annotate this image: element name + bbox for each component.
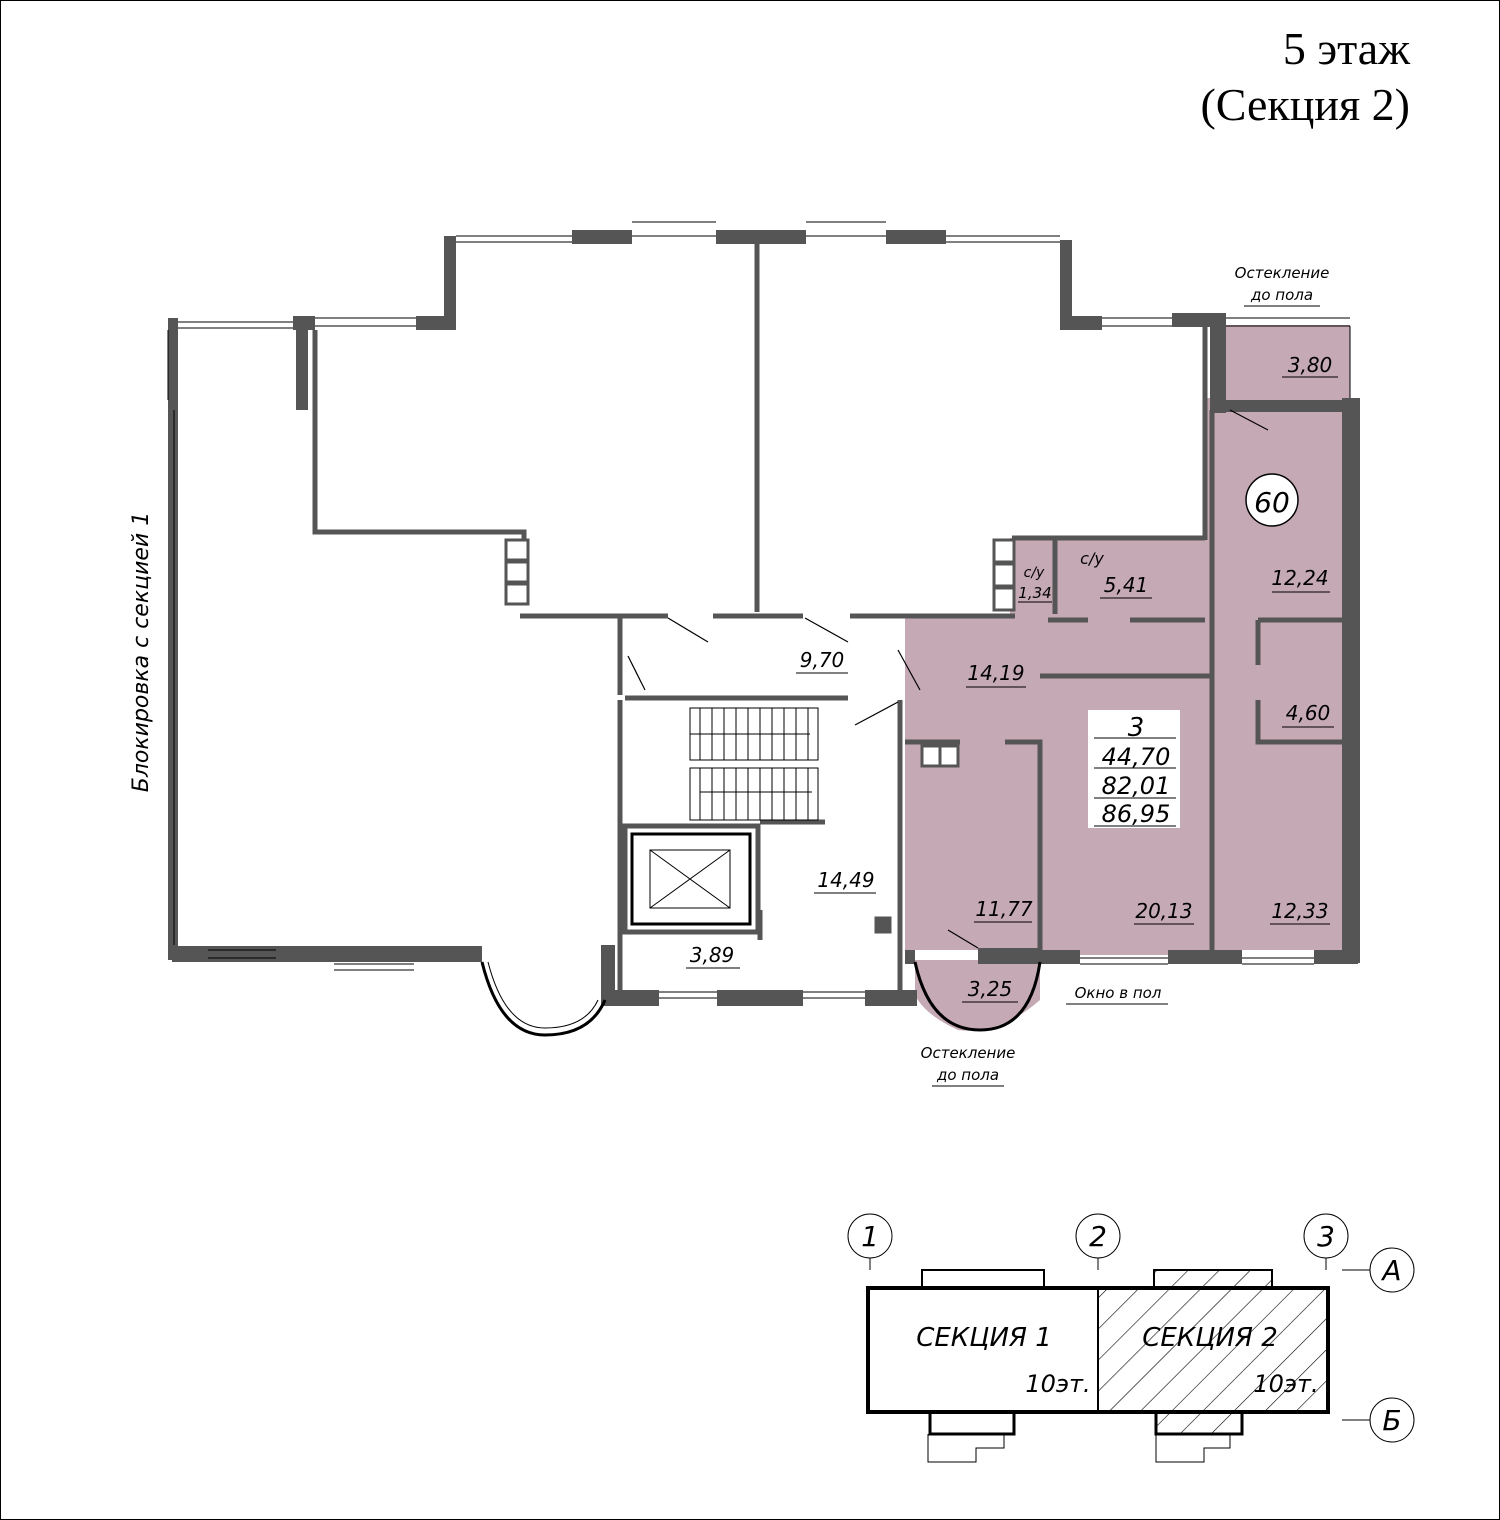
axis-2: 2	[1089, 1220, 1107, 1253]
area-storage: 4,60	[1286, 701, 1331, 725]
apartment-summary: 3 44,70 82,01 86,95	[1088, 710, 1180, 828]
row-a: А	[1380, 1254, 1401, 1287]
apartment-total-with-balcony: 86,95	[1102, 800, 1171, 828]
area-room-12-33: 12,33	[1271, 899, 1328, 923]
area-living: 20,13	[1135, 899, 1192, 923]
blocking-note: Блокировка с секцией 1	[129, 512, 154, 792]
section2-floors: 10эт.	[1253, 1370, 1318, 1398]
area-lobby: 14,49	[817, 868, 874, 892]
section2-label: СЕКЦИЯ 2	[1142, 1323, 1278, 1353]
windows	[167, 221, 1351, 999]
interior-walls	[312, 244, 1350, 990]
key-plan: 1 2 3 А Б СЕКЦИЯ 1 10эт. СЕКЦИЯ 2 10эт.	[847, 1213, 1415, 1463]
area-wc-small: 1,34	[1018, 584, 1051, 602]
area-loggia-bottom: 3,25	[968, 977, 1013, 1001]
glazing-bottom-line1: Остекление	[921, 1044, 1016, 1062]
axis-3: 3	[1317, 1220, 1335, 1253]
apartment-fill-loggia-top	[1215, 325, 1350, 398]
notes: Блокировка с секцией 1 Остекление до пол…	[129, 264, 1330, 1087]
door-swings	[627, 409, 1269, 949]
bay-windows	[480, 961, 1042, 1037]
floor-title: 5 этаж	[1282, 23, 1410, 74]
apartment-number-circle	[1245, 473, 1299, 527]
apartment-number: 60	[1254, 486, 1290, 519]
apartment-fill-loggia-bottom	[915, 960, 1040, 1031]
area-loggia-top: 3,80	[1288, 353, 1333, 377]
row-b: Б	[1382, 1404, 1401, 1437]
apartment-rooms: 3	[1128, 713, 1145, 743]
apartment-living-area: 44,70	[1102, 743, 1171, 771]
axis-1: 1	[861, 1220, 879, 1253]
section-title: (Секция 2)	[1200, 79, 1410, 130]
apartment-total-area: 82,01	[1102, 772, 1171, 800]
area-vestibule: 3,89	[690, 943, 735, 967]
area-wc-label: с/у	[1080, 549, 1104, 568]
area-wc-small-label: с/у	[1024, 565, 1045, 581]
section1-floors: 10эт.	[1025, 1370, 1090, 1398]
area-labels: 3,80 12,24 с/у 1,34 с/у 5,41 14,19 4,60 …	[686, 353, 1338, 1003]
area-wc: 5,41	[1104, 573, 1149, 597]
area-kitchen: 11,77	[975, 897, 1033, 921]
elevator	[630, 832, 752, 926]
area-room-12-24: 12,24	[1271, 566, 1328, 590]
area-hall: 14,19	[967, 661, 1024, 685]
ventilation-shafts	[504, 538, 1016, 934]
area-corridor: 9,70	[800, 648, 845, 672]
window-floor-note: Окно в пол	[1075, 984, 1162, 1002]
glazing-top-line1: Остекление	[1235, 264, 1330, 282]
section1-label: СЕКЦИЯ 1	[916, 1323, 1052, 1353]
glazing-bottom-line2: до пола	[936, 1066, 999, 1084]
glazing-top-line2: до пола	[1250, 286, 1313, 304]
staircase	[689, 707, 819, 821]
